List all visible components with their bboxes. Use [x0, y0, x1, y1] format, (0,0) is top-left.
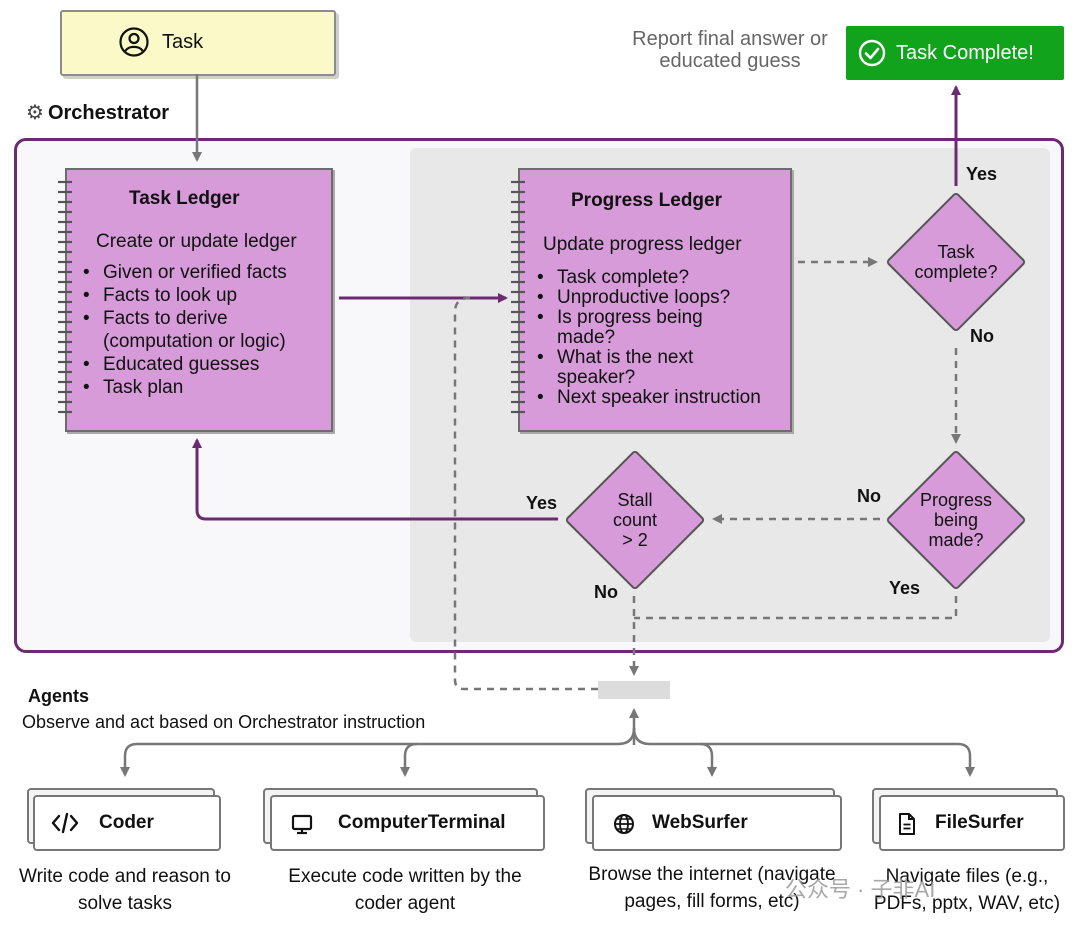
list-item: Is progress being made?	[537, 308, 727, 348]
label-no-progress: No	[857, 486, 881, 506]
agent-desc-websurfer: Browse the internet (navigate pages, fil…	[588, 864, 836, 912]
decision-stall: Stall count > 2	[564, 449, 706, 591]
file-icon	[899, 813, 915, 835]
list-item: Unproductive loops?	[537, 288, 782, 309]
decision-task-complete: Task complete?	[885, 191, 1027, 333]
arrow-stall-yes-to-task-ledger	[192, 438, 558, 521]
list-item: Task plan	[83, 376, 323, 399]
agent-name: ComputerTerminal	[338, 812, 506, 833]
code-icon	[51, 812, 79, 834]
agent-desc-coder: Write code and reason to solve tasks	[19, 866, 231, 914]
task-complete-badge: Task Complete!	[846, 26, 1064, 80]
agent-card-websurfer: WebSurfer	[592, 795, 842, 851]
monitor-icon	[291, 814, 313, 835]
label-no-complete: No	[970, 326, 994, 346]
list-item: What is the next speaker?	[537, 348, 727, 388]
list-item: Given or verified facts	[83, 261, 323, 284]
list-item: Facts to look up	[83, 284, 323, 307]
agent-card-filesurfer: FileSurfer	[879, 795, 1065, 851]
decision-text: Progress being made?	[919, 490, 993, 550]
list-item: Next speaker instruction	[537, 388, 782, 409]
list-item: Task complete?	[537, 268, 782, 289]
agents-hub	[598, 681, 670, 699]
agent-card-coder: Coder	[33, 795, 221, 851]
orchestrator-title: ⚙Orchestrator	[26, 100, 169, 125]
task-box: Task	[60, 10, 336, 76]
agent-name: Coder	[99, 812, 154, 833]
gear-icon: ⚙	[26, 102, 44, 124]
progress-ledger-list: Task complete? Unproductive loops? Is pr…	[537, 268, 782, 409]
task-ledger-title: Task Ledger	[129, 188, 240, 209]
task-complete-label: Task Complete!	[896, 41, 1034, 64]
label-yes-complete: Yes	[966, 164, 998, 184]
orchestrator-label: Orchestrator	[47, 102, 170, 124]
task-ledger-subtitle: Create or update ledger	[96, 231, 297, 252]
label-yes-stall: Yes	[526, 493, 558, 513]
progress-ledger-title: Progress Ledger	[571, 190, 722, 211]
agents-title: Agents	[28, 686, 90, 706]
decision-progress: Progress being made?	[885, 449, 1027, 591]
decision-text: Stall count > 2	[612, 490, 658, 550]
label-yes-progress: Yes	[889, 578, 921, 598]
progress-ledger: Progress Ledger Update progress ledger T…	[518, 168, 792, 432]
agent-name: WebSurfer	[652, 812, 748, 833]
agents-tree	[120, 708, 975, 777]
task-ledger: Task Ledger Create or update ledger Give…	[65, 168, 333, 432]
arrow-progress-yes-to-agents	[634, 596, 958, 620]
agent-desc-filesurfer: Navigate files (e.g., PDFs, pptx, WAV, e…	[873, 866, 1061, 914]
agents-subtitle: Observe and act based on Orchestrator in…	[22, 712, 426, 732]
list-item: Facts to derive (computation or logic)	[83, 307, 323, 353]
progress-ledger-subtitle: Update progress ledger	[543, 234, 742, 255]
decision-text: Task complete?	[914, 242, 998, 282]
task-ledger-list: Given or verified facts Facts to look up…	[83, 261, 323, 399]
arrow-agents-to-progress	[453, 296, 598, 691]
agent-card-computerterminal: ComputerTerminal	[270, 795, 545, 851]
task-label: Task	[162, 31, 204, 53]
agent-desc-computerterminal: Execute code written by the coder agent	[288, 866, 522, 914]
check-circle-icon	[858, 39, 886, 67]
globe-icon	[614, 814, 634, 834]
label-no-stall: No	[594, 582, 618, 602]
agent-name: FileSurfer	[935, 812, 1024, 833]
list-item: Educated guesses	[83, 353, 323, 376]
report-text: Report final answer or educated guess	[632, 28, 828, 72]
progress-ledger-binding	[511, 180, 525, 414]
task-ledger-binding	[58, 180, 72, 414]
user-icon	[119, 27, 149, 57]
watermark: 公众号 · 子非AI	[785, 877, 936, 902]
